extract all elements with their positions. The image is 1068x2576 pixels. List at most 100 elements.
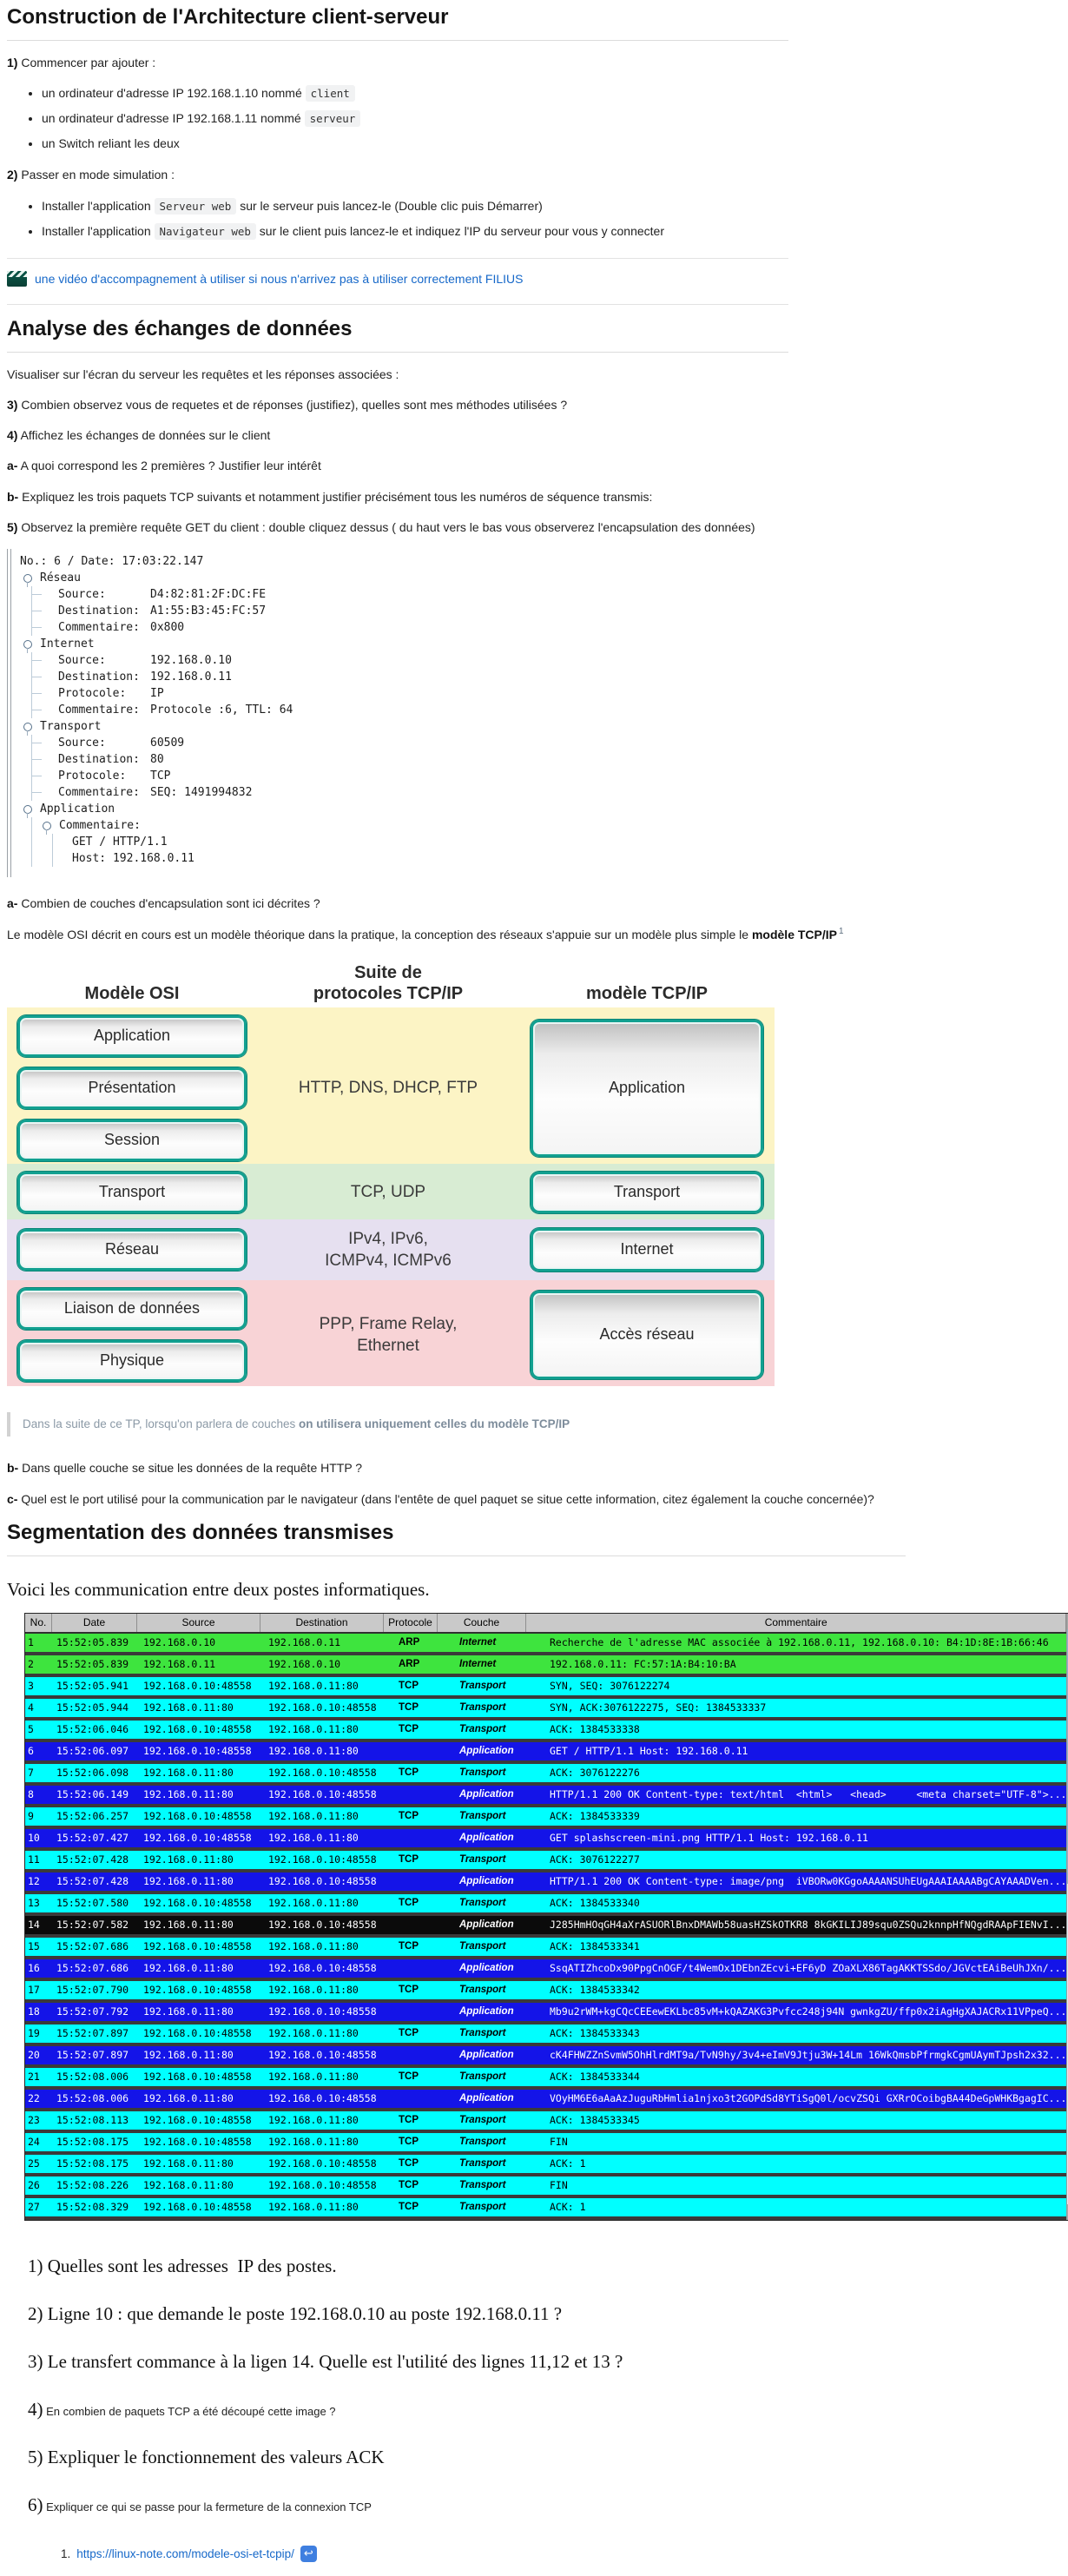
cell: 25 bbox=[28, 2157, 40, 2170]
tree-handle-icon[interactable] bbox=[43, 821, 51, 835]
tree-leaf: Source:D4:82:81:2F:DC:FE bbox=[32, 586, 537, 603]
tree-title-line: No.: 6 / Date: 17:03:22.147 bbox=[20, 555, 204, 569]
tree-handle-icon[interactable] bbox=[23, 639, 32, 653]
video-link[interactable]: une vidéo d'accompagnement à utiliser si… bbox=[35, 271, 524, 286]
cell: 192.168.0.11:80 bbox=[143, 1962, 234, 1975]
list-item: Installer l'application Navigateur web s… bbox=[42, 222, 1059, 241]
footnote-backref-icon[interactable] bbox=[300, 2545, 317, 2562]
cell: 15:52:07.582 bbox=[56, 1919, 129, 1932]
tree-leaf: Protocole:IP bbox=[32, 685, 537, 702]
cell: 192.168.0.10:48558 bbox=[143, 2071, 252, 2084]
column-header[interactable]: Couche bbox=[438, 1613, 526, 1632]
column-header[interactable]: Source bbox=[137, 1613, 260, 1632]
column-header[interactable]: Protocole bbox=[384, 1613, 438, 1632]
cell: SsqATIZhcoDx90PpgCnOGF/t4WemOx1DEbnZEcvi… bbox=[550, 1962, 1067, 1975]
tree-handle-icon[interactable] bbox=[23, 573, 32, 587]
clapperboard-icon bbox=[7, 270, 27, 287]
step2-label: 2) bbox=[7, 168, 18, 182]
column-header[interactable]: Destination bbox=[260, 1613, 384, 1632]
tree-node[interactable]: Réseau bbox=[13, 570, 537, 587]
cell: HTTP/1.1 200 OK Content-type: image/png … bbox=[550, 1875, 1067, 1888]
analyse-intro: Visualiser sur l'écran du serveur les re… bbox=[7, 367, 399, 381]
cell: 192.168.0.11:80 bbox=[143, 1767, 234, 1780]
footnote-ref-link[interactable]: 1 bbox=[839, 927, 844, 937]
column-header[interactable]: Date bbox=[52, 1613, 137, 1632]
tree-handle-icon[interactable] bbox=[23, 804, 32, 818]
cell: 192.168.0.10:48558 bbox=[268, 2179, 377, 2192]
cell: Transport bbox=[459, 1681, 506, 1692]
tree-leaf: Host: 192.168.0.11 bbox=[72, 852, 194, 866]
footnote-link[interactable]: https://linux-note.com/modele-osi-et-tcp… bbox=[76, 2546, 294, 2560]
cell: 6 bbox=[28, 1745, 34, 1758]
tree-node[interactable]: Transport bbox=[13, 718, 537, 736]
osi-paragraph: Le modèle OSI décrit en cours est un mod… bbox=[7, 927, 844, 941]
cell: 192.168.0.11:80 bbox=[268, 1810, 359, 1823]
column-header[interactable]: No. bbox=[25, 1613, 52, 1632]
column-header[interactable]: Commentaire bbox=[526, 1613, 1067, 1632]
cell: Transport bbox=[459, 1898, 506, 1909]
cell: 192.168.0.10:48558 bbox=[143, 1984, 252, 1997]
cell: 15:52:07.427 bbox=[56, 1832, 129, 1845]
tree-node[interactable]: Application bbox=[13, 801, 537, 818]
footnote: 1. https://linux-note.com/modele-osi-et-… bbox=[61, 2545, 1059, 2562]
cell: TCP bbox=[399, 2180, 419, 2191]
tree-node[interactable]: Internet bbox=[13, 636, 537, 653]
cell: 192.168.0.11:80 bbox=[143, 1853, 234, 1866]
cell: Transport bbox=[459, 2115, 506, 2126]
inline-code-navigateur-web: Navigateur web bbox=[154, 222, 256, 240]
step2-intro: 2) Passer en mode simulation : bbox=[7, 168, 175, 182]
cell: 192.168.0.10:48558 bbox=[143, 2114, 252, 2127]
cell: Application bbox=[459, 1833, 514, 1844]
cell: 192.168.0.11:80 bbox=[143, 2157, 234, 2170]
cell: Transport bbox=[459, 1702, 506, 1714]
cell: 23 bbox=[28, 2114, 40, 2127]
cell: 192.168.0.10:48558 bbox=[268, 2157, 377, 2170]
question-a: a- A quoi correspond les 2 premières ? J… bbox=[7, 459, 321, 473]
step1-label: 1) bbox=[7, 56, 18, 69]
tree-handle-icon[interactable] bbox=[23, 722, 32, 736]
cell: Application bbox=[459, 1963, 514, 1974]
cell: Application bbox=[459, 2006, 514, 2018]
cell: Application bbox=[459, 1789, 514, 1800]
list-item: Installer l'application Serveur web sur … bbox=[42, 197, 1059, 215]
cell: Transport bbox=[459, 1724, 506, 1735]
tree-node[interactable]: Commentaire: bbox=[32, 817, 537, 835]
section-title-construction: Construction de l'Architecture client-se… bbox=[7, 5, 788, 41]
diagram-header-tcpip: modèle TCP/IP bbox=[585, 983, 709, 1003]
tcpip-layer-box: Application bbox=[531, 1019, 763, 1157]
cell: 192.168.0.11:80 bbox=[143, 2005, 234, 2018]
cell: 192.168.0.11:80 bbox=[143, 2179, 234, 2192]
